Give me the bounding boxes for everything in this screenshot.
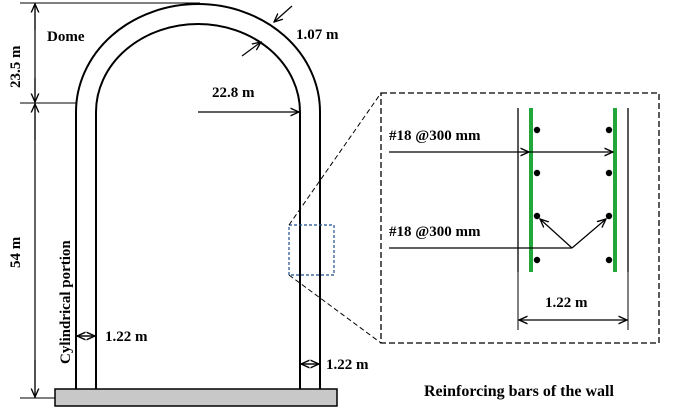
hoop-bar-dot: [605, 169, 613, 177]
left-wall-thickness-label: 1.22 m: [105, 329, 148, 345]
right-wall-thickness-label: 1.22 m: [326, 357, 369, 373]
hoop-rebar-label: #18 @300 mm: [389, 224, 481, 240]
hoop-rebar-arrow-left: [540, 219, 573, 249]
dome-thickness-arrow-outer: [274, 5, 293, 22]
hoop-bar-dot: [533, 256, 541, 264]
dome-thickness-label: 1.07 m: [296, 27, 339, 43]
hoop-rebar-arrow-right: [571, 219, 606, 249]
inner-radius-label: 22.8 m: [212, 85, 255, 101]
inner-wall-outline: [95, 23, 301, 389]
detail-leader-top: [288, 92, 382, 226]
hoop-bar-dot: [533, 126, 541, 134]
dome-height-label: 23.5 m: [8, 45, 24, 88]
hoop-bar-dot: [605, 126, 613, 134]
outer-wall-outline: [75, 3, 321, 389]
hoop-bar-dot: [605, 212, 613, 220]
dome-thickness-arrow-inner: [241, 42, 261, 57]
hoop-bar-dot: [533, 212, 541, 220]
hoop-bar-dot: [533, 169, 541, 177]
detail-box: [380, 92, 660, 344]
vertical-rebar-label: #18 @300 mm: [389, 128, 481, 144]
hoop-bar-dot: [605, 256, 613, 264]
detail-thickness-label: 1.22 m: [545, 295, 588, 311]
detail-leader-bottom: [288, 274, 382, 344]
dome-label: Dome: [47, 29, 85, 45]
detail-caption: Reinforcing bars of the wall: [424, 383, 614, 400]
detail-selection-box: [288, 224, 335, 276]
cylindrical-portion-label: Cylindrical portion: [58, 240, 74, 364]
cylinder-height-label: 54 m: [8, 236, 24, 268]
base-slab: [54, 388, 338, 407]
